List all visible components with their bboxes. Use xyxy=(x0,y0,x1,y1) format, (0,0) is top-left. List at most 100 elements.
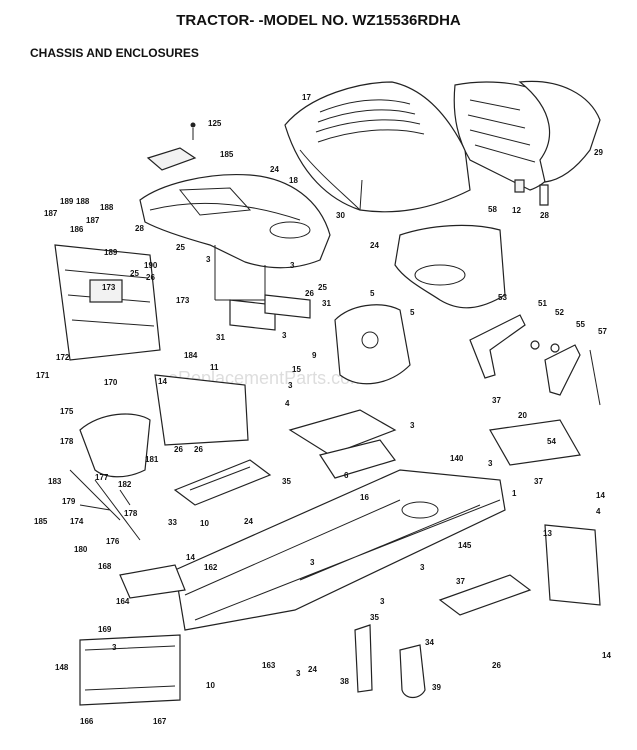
callout-3k: 3 xyxy=(296,669,301,678)
callout-35: 35 xyxy=(282,477,291,486)
callout-24b: 24 xyxy=(370,241,379,250)
callout-3f: 3 xyxy=(488,459,493,468)
frame-rails xyxy=(184,499,501,621)
page-title: TRACTOR- -MODEL NO. WZ15536RDHA xyxy=(176,12,461,29)
callout-20: 20 xyxy=(518,411,527,420)
washer-52 xyxy=(550,343,560,353)
section-title: CHASSIS AND ENCLOSURES xyxy=(30,46,199,60)
callout-12: 12 xyxy=(512,206,521,215)
dash-switch-box xyxy=(89,279,123,303)
hood-edge xyxy=(299,149,363,211)
callout-178b: 178 xyxy=(124,509,138,518)
callout-39: 39 xyxy=(432,683,441,692)
callout-167: 167 xyxy=(153,717,167,726)
callout-3i: 3 xyxy=(380,597,385,606)
bracket-28-part xyxy=(539,184,549,206)
bracket-55-part xyxy=(544,344,581,396)
callout-53: 53 xyxy=(498,293,507,302)
callout-180: 180 xyxy=(74,545,88,554)
callout-26d: 26 xyxy=(492,661,501,670)
floor-plate-part xyxy=(288,409,397,456)
bolt-57 xyxy=(589,349,601,406)
bracket-9-hole xyxy=(361,331,379,349)
callout-183: 183 xyxy=(48,477,62,486)
callout-173: 173 xyxy=(102,283,116,292)
shield-opening xyxy=(414,264,466,286)
hood-vents xyxy=(315,99,425,143)
callout-176: 176 xyxy=(106,537,120,546)
bracket-164-part xyxy=(119,564,186,599)
frame-main xyxy=(174,469,506,631)
clip-12-part xyxy=(514,179,525,193)
bracket-20-part xyxy=(489,419,581,466)
callout-185: 185 xyxy=(220,150,234,159)
callout-26: 26 xyxy=(146,273,155,282)
callout-25: 25 xyxy=(176,243,185,252)
callout-3g: 3 xyxy=(310,558,315,567)
callout-6: 6 xyxy=(344,471,349,480)
callout-52: 52 xyxy=(555,308,564,317)
callout-148: 148 xyxy=(55,663,69,672)
callout-16: 16 xyxy=(360,493,369,502)
callout-125: 125 xyxy=(208,119,222,128)
callout-187b: 187 xyxy=(86,216,100,225)
fender-175-part xyxy=(79,413,151,478)
callout-25b: 25 xyxy=(130,269,139,278)
callout-163: 163 xyxy=(262,661,276,670)
callout-182: 182 xyxy=(118,480,132,489)
callout-55: 55 xyxy=(576,320,585,329)
callout-172: 172 xyxy=(56,353,70,362)
fender-details xyxy=(149,187,301,221)
callout-3e: 3 xyxy=(410,421,415,430)
footrest-33-edge xyxy=(189,466,251,491)
callout-38: 38 xyxy=(340,677,349,686)
callout-187: 187 xyxy=(44,209,58,218)
callout-169: 169 xyxy=(98,625,112,634)
callout-1: 1 xyxy=(512,489,517,498)
callout-171: 171 xyxy=(36,371,50,380)
callout-164: 164 xyxy=(116,597,130,606)
callout-3j: 3 xyxy=(112,643,117,652)
callout-10: 10 xyxy=(200,519,209,528)
bracket-31-left xyxy=(229,299,276,331)
callout-170: 170 xyxy=(104,378,118,387)
callout-177: 177 xyxy=(95,473,109,482)
callout-168: 168 xyxy=(98,562,112,571)
callout-169b: 10 xyxy=(206,681,215,690)
callout-3c: 3 xyxy=(282,331,287,340)
bracket-9-part xyxy=(334,304,411,385)
bracket-39-part xyxy=(399,644,426,699)
callout-57: 57 xyxy=(598,327,607,336)
bolt-125 xyxy=(190,122,196,128)
callout-173b: 173 xyxy=(176,296,190,305)
callout-3d: 3 xyxy=(288,381,293,390)
callout-14d: 14 xyxy=(602,651,611,660)
callout-184: 184 xyxy=(184,351,198,360)
callout-140: 140 xyxy=(450,454,464,463)
callout-37b: 37 xyxy=(456,577,465,586)
callout-145: 145 xyxy=(458,541,472,550)
callout-25c: 25 xyxy=(318,283,327,292)
bracket-31-right xyxy=(264,294,311,319)
fender-emblem xyxy=(269,221,311,239)
callout-188: 188 xyxy=(76,197,90,206)
washer-51 xyxy=(530,340,540,350)
callout-189b: 189 xyxy=(104,248,118,257)
footrest-34 xyxy=(438,574,532,616)
callout-3b: 3 xyxy=(290,261,295,270)
callout-162: 162 xyxy=(204,563,218,572)
bracket-53-part xyxy=(469,314,526,379)
grille-slats xyxy=(467,99,536,163)
callout-3a: 3 xyxy=(206,255,211,264)
callout-26e: 26 xyxy=(194,445,203,454)
side-panel-13 xyxy=(544,524,601,606)
callout-15: 15 xyxy=(292,365,301,374)
callout-181: 181 xyxy=(145,455,159,464)
fender-legs xyxy=(214,245,266,301)
callout-26c: 26 xyxy=(174,445,183,454)
callout-188b: 188 xyxy=(100,203,114,212)
callout-28b: 28 xyxy=(135,224,144,233)
callout-31b: 31 xyxy=(216,333,225,342)
callout-4: 4 xyxy=(285,399,290,408)
callout-29: 29 xyxy=(594,148,603,157)
